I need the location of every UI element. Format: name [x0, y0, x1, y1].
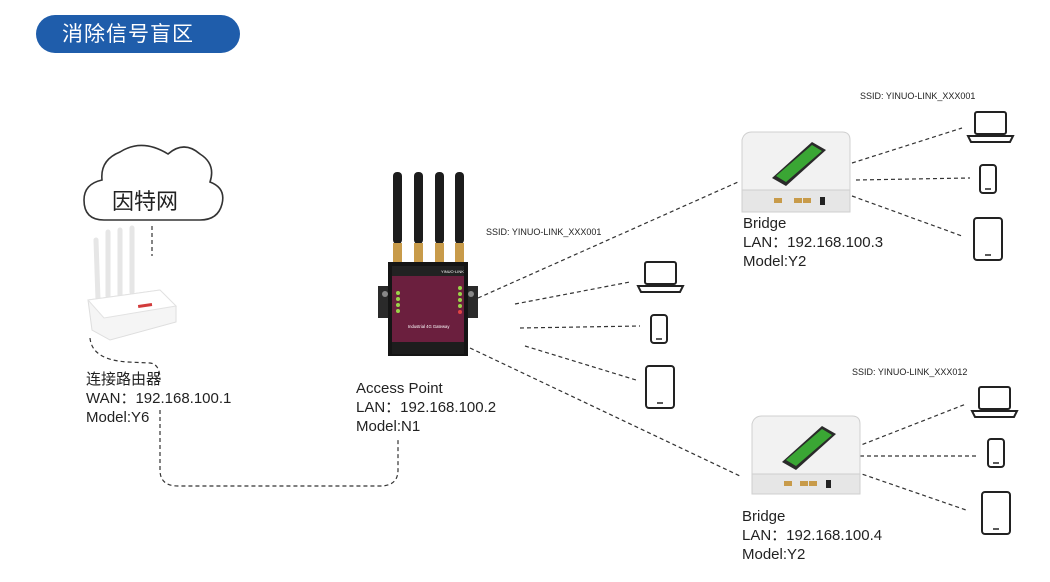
- router-label: 连接路由器 WAN：192.168.100.1 Model:Y6: [86, 370, 231, 427]
- bridge-1-model: Model:Y2: [743, 253, 807, 270]
- b1-tablet-icon: [973, 217, 1003, 261]
- internet-cloud-icon: [83, 144, 224, 221]
- ap-laptop-icon: [636, 261, 685, 293]
- bridge-2-lan: LAN：192.168.100.4: [742, 527, 883, 544]
- b1-laptop-line: [851, 127, 963, 164]
- ap-ssid: SSID: YINUO-LINK_XXX001: [486, 227, 602, 237]
- bridge-1-label: Bridge LAN：192.168.100.3 Model:Y2: [743, 214, 883, 271]
- bridge-1-ssid: SSID: YINUO-LINK_XXX001: [860, 91, 976, 101]
- ap-tablet-icon: [645, 365, 675, 409]
- ap-tablet-line: [524, 345, 637, 381]
- ap-panel-brand: YINUO·LINK: [441, 269, 464, 274]
- cloud-label: 因特网: [112, 190, 179, 215]
- b2-laptop-line: [855, 403, 967, 448]
- bridge-2-device-icon: [751, 415, 861, 495]
- ap-phone-icon: [650, 314, 668, 344]
- router-ap-line: [159, 410, 399, 487]
- b1-tablet-line: [851, 195, 963, 237]
- b2-phone-icon: [987, 438, 1005, 468]
- ap-bridge1-line: [477, 181, 739, 299]
- bridge-1-lan: LAN：192.168.100.3: [743, 234, 884, 251]
- ap-name: Access Point: [356, 380, 443, 397]
- ap-phone-line: [519, 325, 641, 329]
- ap-bridge2-line: [469, 347, 741, 477]
- b2-tablet-icon: [981, 491, 1011, 535]
- section-title: 消除信号盲区: [36, 15, 240, 53]
- connection-lines: [89, 127, 976, 511]
- b2-laptop-icon: [970, 386, 1019, 418]
- bridge-2-name: Bridge: [742, 508, 786, 525]
- wifi-router-icon: [87, 225, 178, 341]
- b1-phone-line: [855, 177, 971, 181]
- access-point-device-icon: YINUO·LINK Industrial 4G Gateway: [378, 172, 478, 356]
- bridge-1-device-icon: [741, 131, 851, 213]
- router-model: Model:Y6: [86, 409, 150, 426]
- ap-model: Model:N1: [356, 418, 421, 435]
- router-link-line: [89, 337, 161, 381]
- b1-phone-icon: [979, 164, 997, 194]
- router-name: 连接路由器: [86, 371, 162, 388]
- bridge-2-ssid: SSID: YINUO-LINK_XXX012: [852, 367, 968, 377]
- b2-tablet-line: [855, 471, 967, 511]
- bridge-1-name: Bridge: [743, 215, 787, 232]
- b1-laptop-icon: [966, 111, 1015, 143]
- ap-laptop-line: [514, 281, 631, 305]
- bridge-2-model: Model:Y2: [742, 546, 806, 563]
- router-wan: WAN：192.168.100.1: [86, 390, 232, 407]
- ap-lan: LAN：192.168.100.2: [356, 399, 497, 416]
- ap-panel-text: Industrial 4G Gateway: [408, 324, 450, 329]
- bridge-2-label: Bridge LAN：192.168.100.4 Model:Y2: [742, 507, 882, 564]
- access-point-label: Access Point LAN：192.168.100.2 Model:N1: [356, 379, 496, 436]
